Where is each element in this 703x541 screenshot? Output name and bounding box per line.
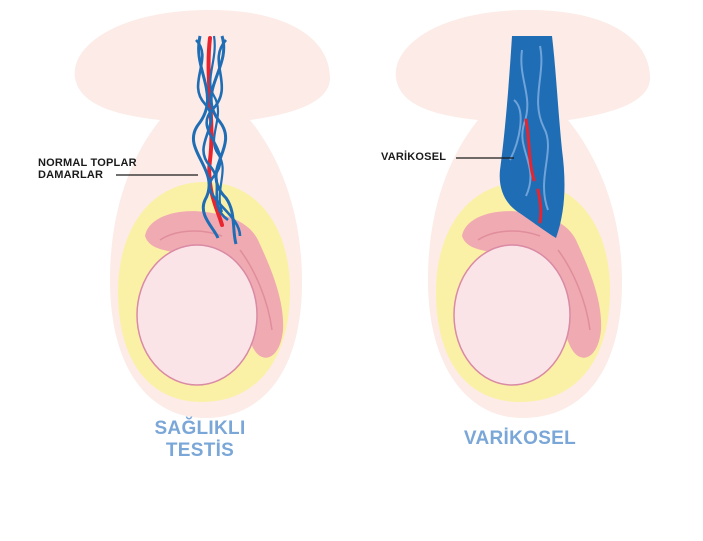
varicocele-epididymis-fold <box>477 230 591 331</box>
varicocele-artery <box>524 118 543 224</box>
healthy-spermatic-cord <box>191 35 242 245</box>
healthy-artery <box>206 36 224 227</box>
varicocele-spermatic-cord <box>499 36 565 238</box>
varicocele-testis-body <box>453 244 571 386</box>
varicocele-vein-highlights <box>509 45 549 211</box>
healthy-vein-1 <box>191 35 220 239</box>
healthy-vein-2 <box>209 35 238 245</box>
varicocele-vein-mass <box>499 36 565 238</box>
healthy-vein-4 <box>205 39 242 237</box>
healthy-testis-body <box>136 244 258 386</box>
healthy-vein-5 <box>209 35 224 213</box>
healthy-testis-caption-line2: TESTİS <box>165 440 235 461</box>
varicocele-callout-label: VARİKOSEL <box>381 151 447 163</box>
normal-veins-label-line2: DAMARLAR <box>38 169 104 181</box>
normal-veins-label-line1: NORMAL TOPLAR <box>38 157 137 169</box>
varicocele-diagram <box>395 10 650 418</box>
healthy-testis-caption-line1: SAĞLIKLI <box>154 418 246 439</box>
varicocele-caption: VARİKOSEL <box>463 428 577 449</box>
healthy-testis-diagram <box>74 10 330 418</box>
